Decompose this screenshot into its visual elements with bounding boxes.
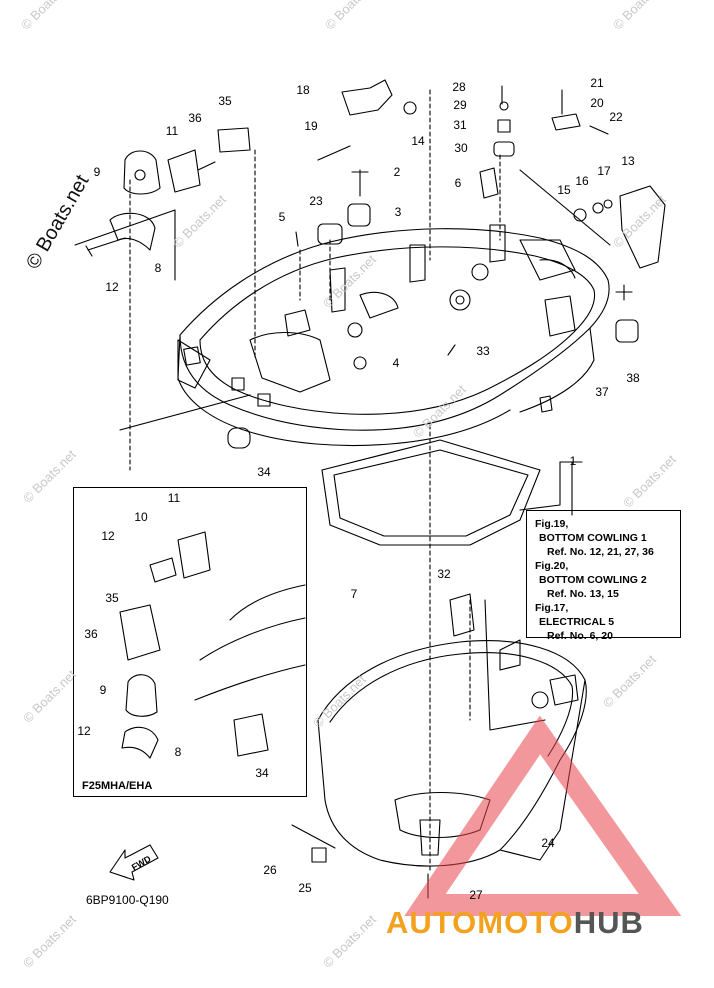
callout-33: 33 bbox=[476, 344, 490, 358]
part-2 bbox=[351, 169, 369, 197]
part-14 bbox=[403, 101, 417, 115]
inset-callout-9: 9 bbox=[99, 683, 107, 697]
callout-14: 14 bbox=[411, 134, 425, 148]
part-29 bbox=[499, 101, 509, 111]
callout-10: 10 bbox=[134, 510, 148, 524]
part-6 bbox=[479, 167, 499, 199]
callout-17: 17 bbox=[597, 164, 611, 178]
callout-9: 9 bbox=[93, 165, 101, 179]
part-20 bbox=[551, 113, 581, 131]
callout-31: 31 bbox=[453, 118, 467, 132]
inset-callout-12: 12 bbox=[101, 529, 115, 543]
part-36 bbox=[197, 161, 216, 171]
fwd-arrow bbox=[109, 844, 159, 881]
reference-line-7: ELECTRICAL 5 bbox=[539, 616, 615, 628]
callout-8: 8 bbox=[154, 261, 162, 275]
callout-23: 23 bbox=[309, 194, 323, 208]
inset-callout-8: 8 bbox=[174, 745, 182, 759]
callout-4: 4 bbox=[392, 356, 400, 370]
callout-16: 16 bbox=[575, 174, 589, 188]
callout-24: 24 bbox=[541, 836, 555, 850]
inset-box bbox=[73, 487, 307, 797]
callout-29: 29 bbox=[453, 98, 467, 112]
part-9 bbox=[123, 150, 161, 195]
callout-20: 20 bbox=[590, 96, 604, 110]
callout-18: 18 bbox=[296, 83, 310, 97]
inset-callout-36: 36 bbox=[84, 627, 98, 641]
part-18 bbox=[341, 79, 393, 116]
part-3 bbox=[347, 203, 371, 227]
part-19 bbox=[317, 145, 351, 161]
part-16 bbox=[592, 202, 604, 214]
callout-7: 7 bbox=[350, 587, 358, 601]
reference-line-2: Ref. No. 12, 21, 27, 36 bbox=[547, 546, 654, 558]
callout-13: 13 bbox=[621, 154, 635, 168]
callout-12: 12 bbox=[105, 280, 119, 294]
reference-line-6: Fig.17, bbox=[535, 602, 569, 614]
callout-11: 11 bbox=[165, 124, 179, 138]
callout-19: 19 bbox=[304, 119, 318, 133]
part-34 bbox=[227, 427, 251, 449]
part-25 bbox=[311, 847, 327, 863]
inset-title: F25MHA/EHA bbox=[82, 780, 153, 792]
callout-35: 35 bbox=[218, 94, 232, 108]
reference-line-3: Fig.20, bbox=[535, 560, 569, 572]
brand-part2: HUB bbox=[573, 905, 644, 940]
inset-callout-11: 11 bbox=[167, 491, 181, 505]
reference-line-1: BOTTOM COWLING 1 bbox=[539, 532, 647, 544]
inset-callout-12: 12 bbox=[77, 724, 91, 738]
inset-callout-34: 34 bbox=[255, 766, 269, 780]
callout-26: 26 bbox=[263, 863, 277, 877]
part-30 bbox=[493, 141, 515, 157]
callout-36: 36 bbox=[188, 111, 202, 125]
reference-line-0: Fig.19, bbox=[535, 518, 569, 530]
part-11 bbox=[167, 149, 201, 193]
brand-triangle bbox=[404, 715, 682, 916]
brand-logo: AUTOMOTOHUB bbox=[386, 905, 644, 941]
part-26 bbox=[291, 824, 336, 849]
part-15 bbox=[573, 208, 587, 222]
callout-21: 21 bbox=[590, 76, 604, 90]
part-13 bbox=[619, 185, 666, 269]
part-12 bbox=[85, 237, 126, 257]
callout-5: 5 bbox=[278, 210, 286, 224]
callout-1: 1 bbox=[569, 454, 577, 468]
callout-34: 34 bbox=[257, 465, 271, 479]
part-32 bbox=[449, 593, 475, 637]
part-33 bbox=[447, 344, 456, 356]
callout-37: 37 bbox=[595, 385, 609, 399]
gasket bbox=[321, 439, 541, 546]
reference-line-8: Ref. No. 6, 20 bbox=[547, 630, 613, 642]
callout-32: 32 bbox=[437, 567, 451, 581]
reference-line-4: BOTTOM COWLING 2 bbox=[539, 574, 647, 586]
callout-3: 3 bbox=[394, 205, 402, 219]
diagram-code: 6BP9100-Q190 bbox=[86, 893, 169, 907]
callout-25: 25 bbox=[298, 881, 312, 895]
callout-27: 27 bbox=[469, 888, 483, 902]
part-22 bbox=[589, 125, 609, 135]
callout-6: 6 bbox=[454, 176, 462, 190]
part-31 bbox=[497, 119, 511, 133]
reference-box: Fig.19, BOTTOM COWLING 1 Ref. No. 12, 21, … bbox=[526, 510, 681, 642]
callout-30: 30 bbox=[454, 141, 468, 155]
part-5 bbox=[295, 231, 299, 247]
reference-line-5: Ref. No. 13, 15 bbox=[547, 588, 619, 600]
callout-22: 22 bbox=[609, 110, 623, 124]
part-35 bbox=[217, 127, 251, 153]
inset-callout-35: 35 bbox=[105, 591, 119, 605]
callout-15: 15 bbox=[557, 183, 571, 197]
callout-2: 2 bbox=[393, 165, 401, 179]
callout-28: 28 bbox=[452, 80, 466, 94]
brand-part1: AUTOMOTO bbox=[386, 905, 574, 940]
callout-38: 38 bbox=[626, 371, 640, 385]
part-17 bbox=[603, 199, 613, 209]
